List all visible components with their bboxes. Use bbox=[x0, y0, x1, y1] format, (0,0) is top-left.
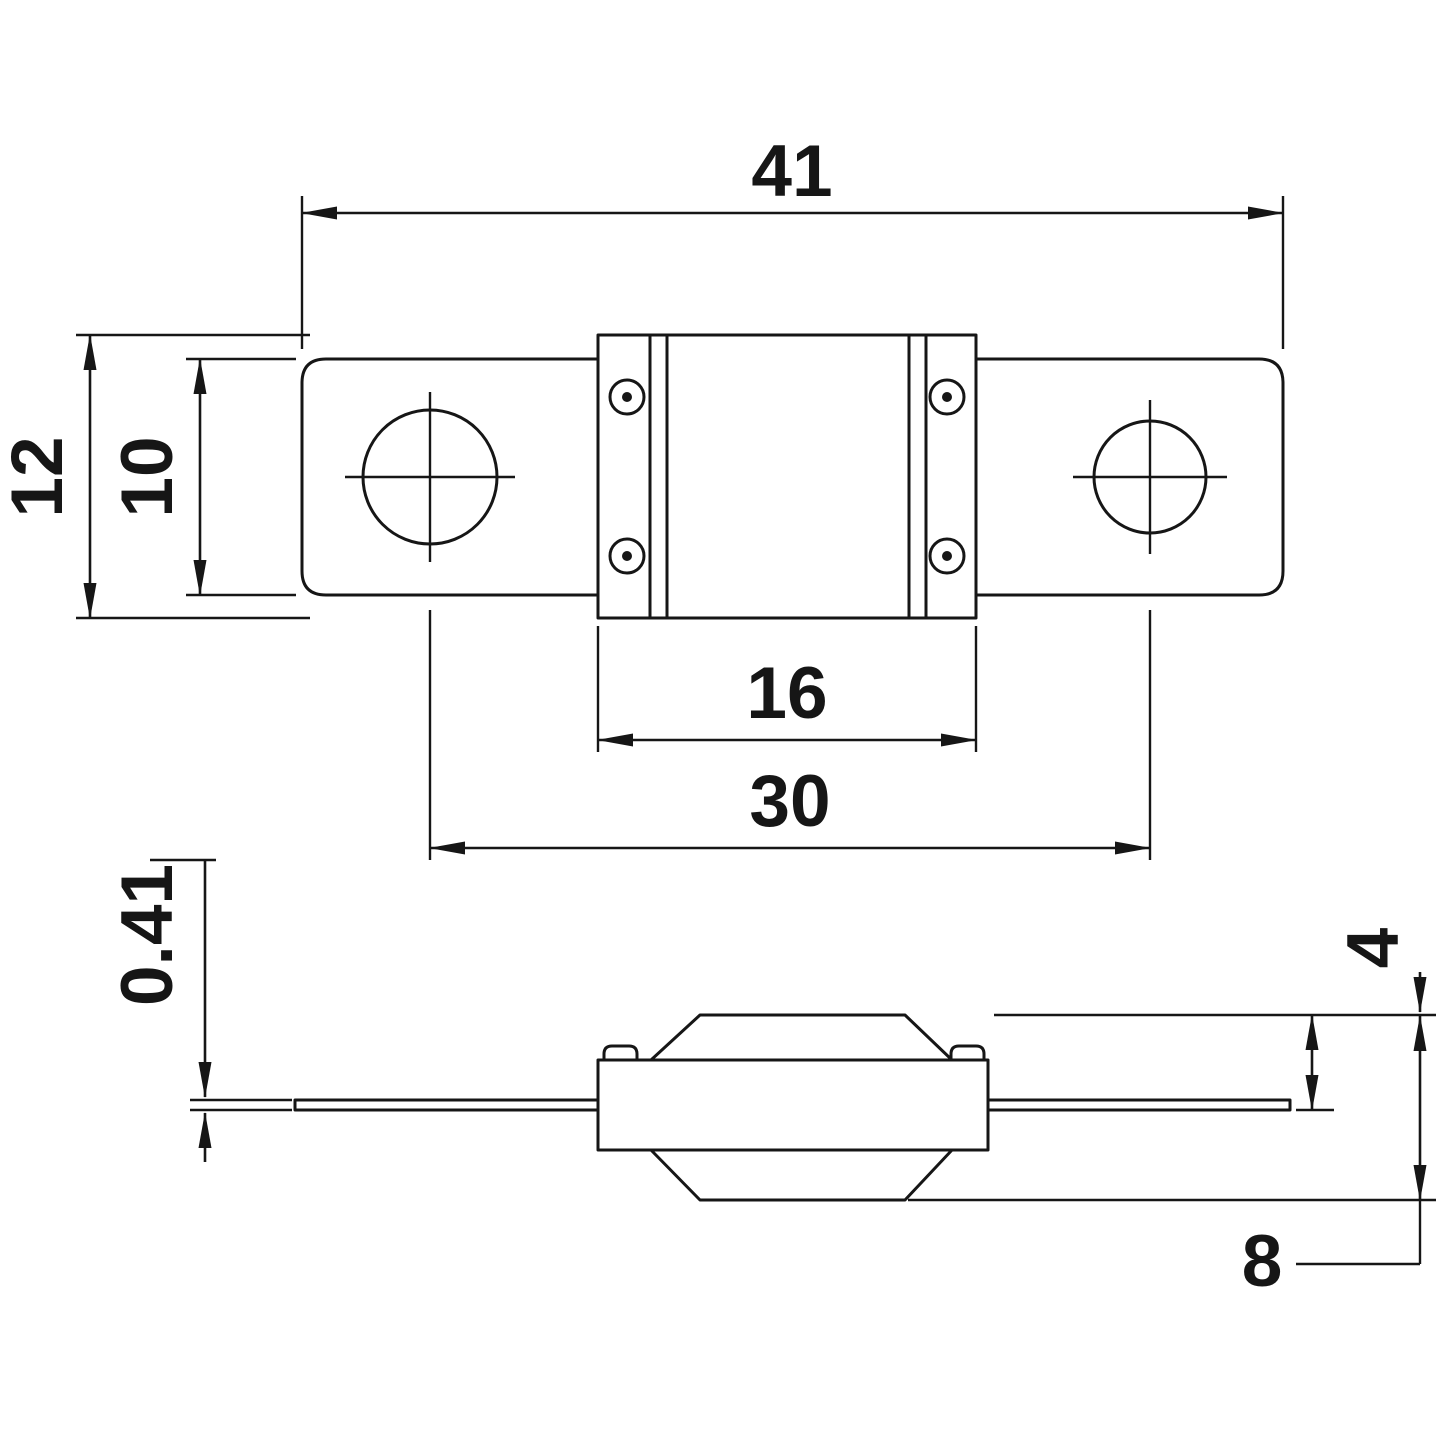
dim-top-to-blade-label: 4 bbox=[1333, 927, 1414, 968]
side-view-dimensions: 0.41 4 8 bbox=[107, 858, 1436, 1302]
dim-hole-spacing: 30 bbox=[428, 610, 1152, 860]
left-terminal-outline bbox=[300, 357, 598, 597]
body-flange bbox=[596, 1058, 990, 1152]
side-view-part bbox=[293, 1013, 1292, 1202]
dim-body-length: 16 bbox=[596, 626, 978, 752]
rivet-top-right bbox=[928, 378, 966, 416]
dim-terminal-width-label: 10 bbox=[107, 436, 188, 517]
dim-hole-spacing-label: 30 bbox=[749, 761, 830, 842]
dim-overall-height-label: 8 bbox=[1242, 1221, 1283, 1302]
dim-body-length-label: 16 bbox=[746, 653, 827, 734]
rivet-bottom-right bbox=[928, 537, 966, 575]
right-blade-profile bbox=[988, 1098, 1292, 1112]
body-bottom-cap bbox=[649, 1148, 954, 1202]
rivet-bottom-left bbox=[608, 537, 646, 575]
right-rivet-tab bbox=[949, 1044, 986, 1060]
dim-overall-height: 8 bbox=[908, 1015, 1436, 1302]
dim-overall-length-label: 41 bbox=[751, 131, 832, 212]
top-view-part bbox=[300, 333, 1285, 620]
body-top-cap bbox=[649, 1013, 954, 1062]
left-blade-profile bbox=[293, 1098, 598, 1112]
dim-top-to-blade: 4 bbox=[994, 927, 1436, 1112]
dim-blade-thickness-label: 0.41 bbox=[107, 864, 188, 1006]
dim-terminal-width: 10 bbox=[107, 357, 296, 597]
dim-blade-thickness: 0.41 bbox=[107, 858, 292, 1162]
dim-overall-length: 41 bbox=[300, 131, 1285, 349]
rivet-top-left bbox=[608, 378, 646, 416]
top-view-dimensions: 41 12 10 16 30 bbox=[0, 131, 1285, 860]
dim-overall-width-label: 12 bbox=[0, 436, 78, 517]
right-terminal-outline bbox=[976, 357, 1285, 597]
dim-overall-width: 12 bbox=[0, 333, 310, 620]
fuse-body-outline bbox=[596, 333, 978, 620]
left-rivet-tab bbox=[602, 1044, 639, 1060]
